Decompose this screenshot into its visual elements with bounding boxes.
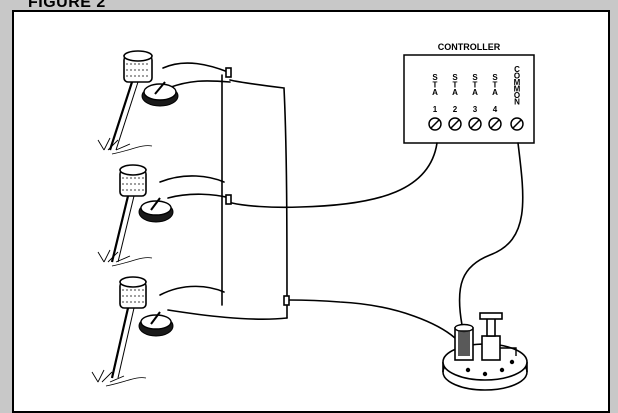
terminal-screw-2 <box>448 117 462 131</box>
terminal-label-letter: T <box>433 81 438 90</box>
terminal-label-letter: A <box>472 88 478 97</box>
terminal-label-letter: S <box>432 73 438 82</box>
valve-2-wire-top <box>159 175 225 183</box>
valve-1-wire-bottom <box>167 80 231 89</box>
terminal-label-letter: M <box>514 78 521 87</box>
common-wire <box>458 142 524 326</box>
terminal-label-letter: N <box>514 98 520 107</box>
valve-2-wire-bottom <box>167 193 231 199</box>
figure-caption: FIGURE 2 <box>28 0 106 11</box>
terminal-screw-3 <box>468 117 482 131</box>
terminal-label-letter: S <box>472 73 478 82</box>
master-valve-wire <box>287 299 456 339</box>
terminal-label-letter: A <box>452 88 458 97</box>
terminal-label-letter: O <box>514 72 520 81</box>
master-valve <box>442 312 528 391</box>
terminal-label-letter: M <box>514 85 521 94</box>
terminal-label-letter: O <box>514 91 520 100</box>
terminal-number: 4 <box>493 105 498 114</box>
terminal-label-letter: A <box>492 88 498 97</box>
terminal-screw-common <box>510 117 524 131</box>
terminal-number: 3 <box>473 105 478 114</box>
zone-valve-3 <box>91 276 174 387</box>
zone-valve-1 <box>97 50 179 155</box>
splice-3 <box>283 295 290 306</box>
terminal-label-letter: S <box>492 73 498 82</box>
controller-title: CONTROLLER <box>438 42 501 52</box>
terminal-number: 1 <box>433 105 438 114</box>
terminal-screw-1 <box>428 117 442 131</box>
wires <box>159 62 524 339</box>
splice-1 <box>225 67 232 78</box>
terminal-label-letter: T <box>473 81 478 90</box>
bundle-wire-right <box>229 79 288 319</box>
terminal-label-letter: A <box>432 88 438 97</box>
terminal-screws <box>428 117 524 131</box>
valve-3-wire-bottom <box>167 309 288 320</box>
terminal-screw-4 <box>488 117 502 131</box>
zone-valve-2 <box>97 164 174 267</box>
terminal-label-letter: S <box>452 73 458 82</box>
terminal-label-letter: T <box>493 81 498 90</box>
terminal-number: 2 <box>453 105 458 114</box>
terminal-label-letter: T <box>453 81 458 90</box>
valve-3-wire-top <box>159 285 225 296</box>
terminal-label-letter: C <box>514 65 520 74</box>
valve-1-wire-top <box>162 62 229 73</box>
station-1-wire <box>231 142 438 209</box>
splice-2 <box>225 194 232 205</box>
